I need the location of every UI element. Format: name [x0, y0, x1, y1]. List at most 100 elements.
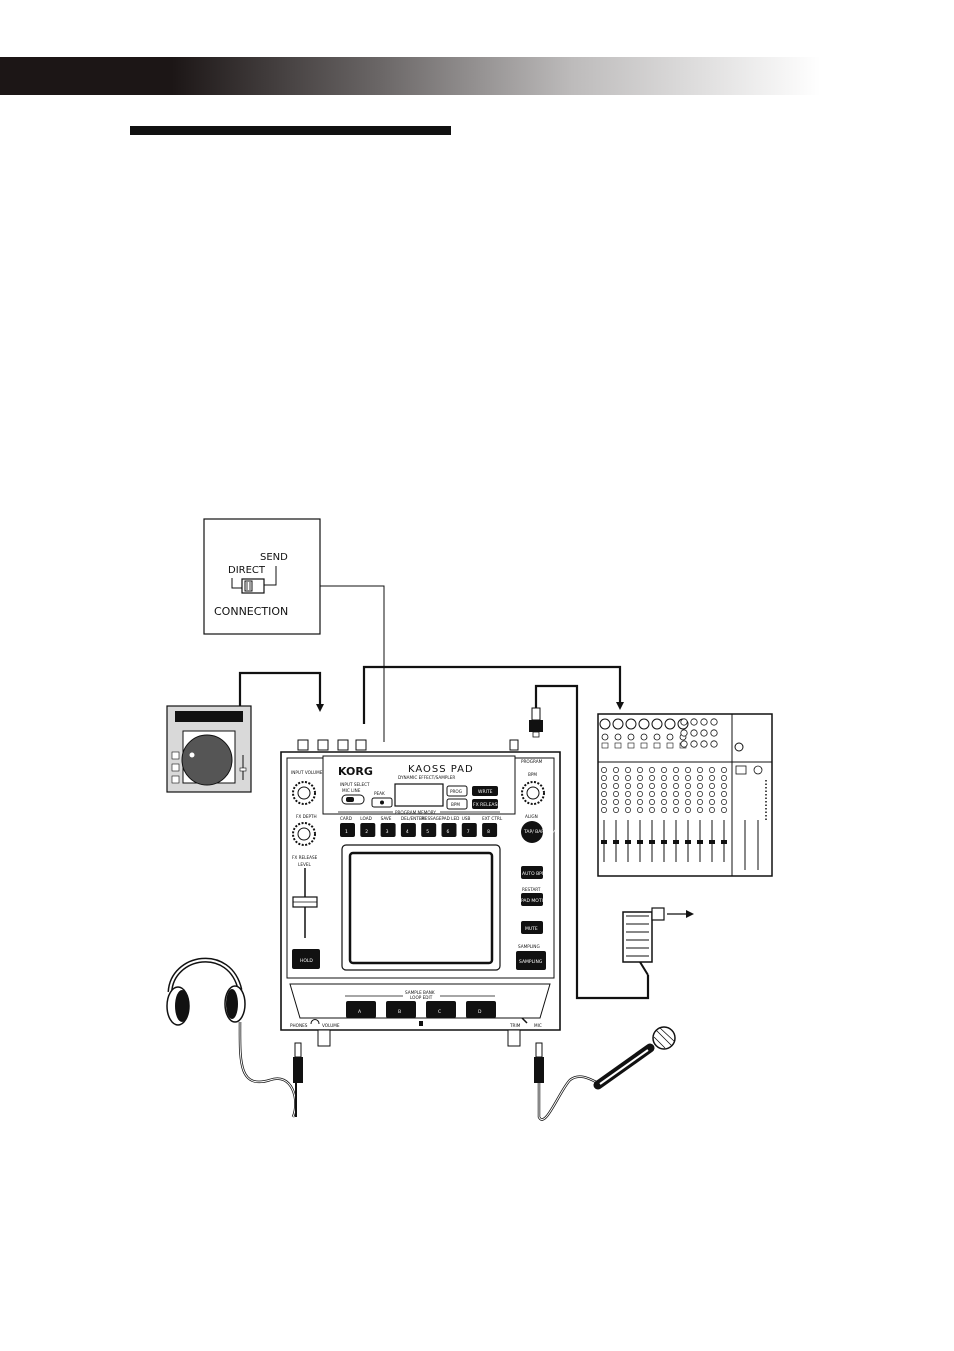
mixer-stereo-jack	[700, 740, 708, 748]
auto-bpm-button[interactable]	[521, 866, 543, 879]
program-button-label: 4	[406, 829, 409, 835]
program-button-label: 5	[426, 829, 429, 835]
program-button-5[interactable]	[421, 823, 437, 837]
mixer-knob	[613, 767, 619, 773]
hold-button[interactable]	[292, 949, 320, 969]
mixer-knob	[637, 767, 643, 773]
program-knob-label: PROGRAM	[521, 759, 543, 764]
mixer-fader-cap	[721, 840, 727, 844]
sample-bank-label: SAMPLE BANK	[405, 990, 435, 995]
mixer-input-jacks	[599, 718, 718, 749]
mixer-knob	[709, 807, 715, 813]
mixer-knob	[661, 783, 667, 789]
mixer-knob	[709, 767, 715, 773]
program-function-label: EXT CTRL	[482, 816, 503, 821]
program-button-1[interactable]	[340, 823, 355, 837]
mixer-switch	[627, 742, 635, 749]
mixer-knob	[721, 807, 727, 813]
mixer-fader-cap	[661, 840, 667, 844]
mixer-stereo-jack	[710, 718, 718, 726]
program-button-label: 7	[467, 829, 470, 835]
pad-motion-button[interactable]	[521, 893, 543, 906]
mixer-trs-jack	[666, 733, 674, 741]
bank-button-c[interactable]	[426, 1001, 456, 1018]
program-button-2[interactable]	[360, 823, 376, 837]
program-function-label: MESSAGE	[421, 816, 442, 821]
cd-player	[166, 705, 252, 793]
send-label: SEND	[260, 552, 288, 563]
mixer-knob	[685, 791, 691, 797]
mixer-knob	[697, 807, 703, 813]
program-button-7[interactable]	[461, 823, 477, 837]
hold-label: HOLD	[300, 958, 313, 964]
bpm-button[interactable]	[446, 798, 468, 810]
mixer-trs-jack	[653, 733, 661, 741]
mute-label: MUTE	[525, 926, 538, 932]
mixer-fader-cap	[709, 840, 715, 844]
touch-pad[interactable]	[348, 851, 494, 965]
mixer-knob	[649, 799, 655, 805]
mixer-fader-cap	[637, 840, 643, 844]
mixer-knob	[601, 791, 607, 797]
headphones-icon	[310, 1019, 320, 1025]
model-subtitle: DYNAMIC EFFECT/SAMPLER	[398, 775, 455, 780]
prog-button[interactable]	[446, 785, 468, 797]
mute-button[interactable]	[521, 921, 543, 934]
program-function-label: DEL/ENTER	[401, 816, 425, 821]
mixer-knob	[625, 791, 631, 797]
tap-bpm-button[interactable]	[521, 821, 543, 843]
mixer-knob	[673, 807, 679, 813]
mixer-switch	[666, 742, 674, 749]
program-button-3[interactable]	[380, 823, 396, 837]
mixer-knob	[637, 783, 643, 789]
mixer-knob	[601, 807, 607, 813]
mixer-knob	[601, 767, 607, 773]
fx-release-button[interactable]	[472, 799, 498, 809]
program-button-4[interactable]	[400, 823, 416, 837]
program-button-label: 6	[447, 829, 450, 835]
bank-button-a[interactable]	[346, 1001, 376, 1018]
mixer-knob	[661, 775, 667, 781]
mixer-knob	[709, 775, 715, 781]
mixer-fader-cap	[613, 840, 619, 844]
header-band	[0, 57, 954, 95]
mixer-stereo-jack	[680, 729, 688, 737]
mixer-knob	[601, 799, 607, 805]
mixer-knob	[721, 791, 727, 797]
mixer-knob	[721, 799, 727, 805]
sampling-button[interactable]	[516, 951, 546, 970]
mixer-xlr-jack	[651, 718, 663, 730]
mixer-xlr-jack	[625, 718, 637, 730]
mixer-trs-jack	[627, 733, 635, 741]
mixer-stereo-jack	[690, 729, 698, 737]
ac-adapter	[622, 907, 665, 976]
volume-label: VOLUME	[322, 1023, 340, 1028]
mixer-knob	[637, 775, 643, 781]
program-button-8[interactable]	[482, 823, 498, 837]
program-button-6[interactable]	[441, 823, 457, 837]
mixer-knob	[709, 799, 715, 805]
mixer-fader-cap	[601, 840, 607, 844]
microphone	[593, 1026, 676, 1090]
mixer-knob	[673, 799, 679, 805]
mixer-knob	[685, 807, 691, 813]
program-function-label: LOAD	[360, 816, 372, 821]
bank-button-b[interactable]	[386, 1001, 416, 1018]
lock-icon	[419, 1021, 423, 1026]
mixer-knob	[649, 775, 655, 781]
program-button-label: 8	[487, 829, 490, 835]
mixer	[597, 713, 773, 877]
write-button[interactable]	[472, 786, 498, 796]
mixer-xlr-jack	[664, 718, 676, 730]
peak-label: PEAK	[374, 791, 385, 796]
fx-release-button-label: FX RELEASE	[473, 802, 500, 808]
mixer-fader-cap	[697, 840, 703, 844]
mixer-knob	[613, 783, 619, 789]
input-volume-label: INPUT VOLUME	[291, 770, 323, 775]
mixer-knob	[625, 807, 631, 813]
program-function-label: PAD LED	[442, 816, 460, 821]
mixer-knob	[637, 799, 643, 805]
sampling-section-label: SAMPLING	[518, 944, 540, 949]
bank-button-d[interactable]	[466, 1001, 496, 1018]
